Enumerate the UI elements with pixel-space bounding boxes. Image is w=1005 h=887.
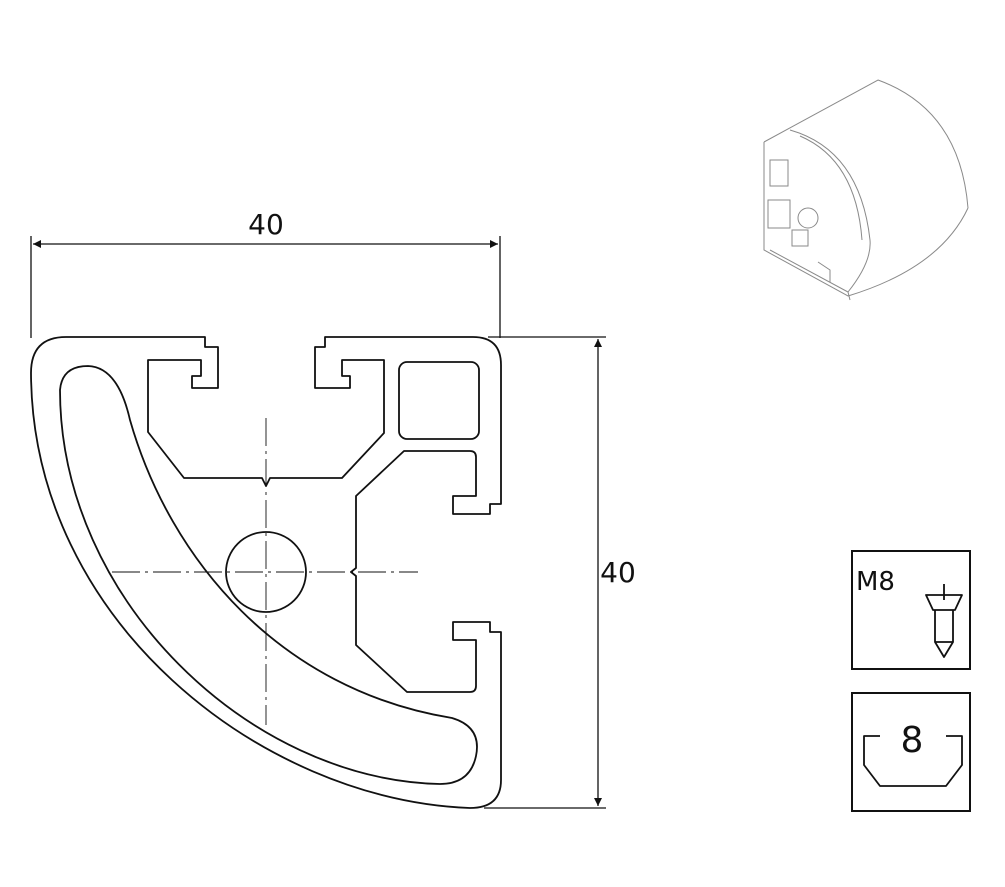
screw-spec-frame (851, 550, 971, 670)
iso-square (791, 229, 809, 247)
iso-front-arc-inner (799, 135, 863, 241)
curved-inner-slot (59, 365, 478, 785)
iso-top-edge (763, 79, 969, 209)
slot-size-label: 8 (901, 720, 924, 761)
slot-profile-icon (863, 735, 963, 787)
iso-notch (817, 261, 831, 282)
profile-outer-contour (30, 336, 502, 809)
isometric-profile-thumbnail (763, 79, 969, 301)
center-lines (112, 418, 418, 725)
center-bore (225, 531, 307, 613)
profile-cross-section (30, 336, 502, 809)
iso-bore (797, 207, 819, 229)
iso-slot-lower (767, 199, 791, 229)
width-dimension (30, 236, 501, 338)
slot-spec-frame (851, 692, 971, 812)
iso-front-outline (763, 142, 969, 297)
iso-slot-upper (769, 159, 789, 187)
screw-spec-box (851, 550, 971, 670)
iso-front-arc (789, 129, 871, 293)
screw-size-label: M8 (856, 567, 895, 597)
height-dimension-label: 40 (600, 556, 636, 589)
square-hollow (398, 361, 480, 440)
width-dimension-label: 40 (248, 208, 284, 241)
iso-bottom-edge (769, 249, 851, 301)
height-dimension (484, 336, 606, 809)
slot-spec-box (851, 692, 971, 812)
screw-icon (925, 584, 963, 658)
